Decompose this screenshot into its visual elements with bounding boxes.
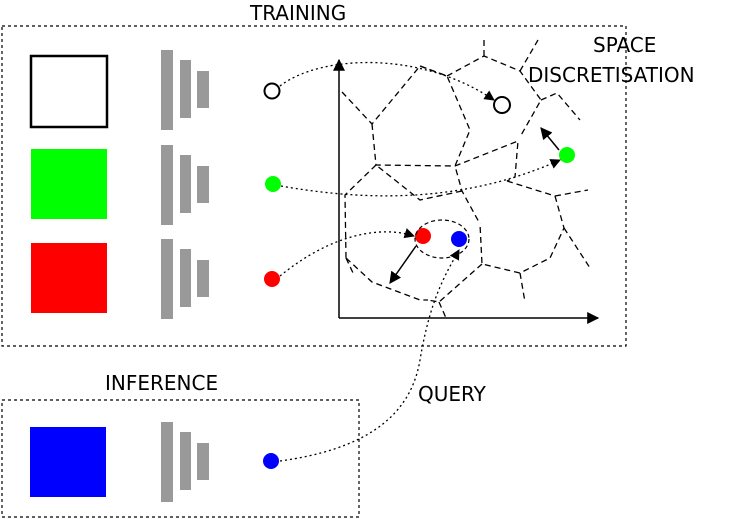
discretisation-cells — [341, 39, 591, 319]
query-label: QUERY — [418, 382, 487, 406]
red-embedding-point — [264, 271, 280, 287]
space-discretisation-title: SPACE — [593, 33, 656, 57]
blue-query-point — [451, 231, 467, 247]
network-icon — [161, 50, 209, 130]
inference-box — [1, 399, 360, 518]
query-neighbourhood — [414, 219, 470, 259]
white-embedding-point — [263, 82, 281, 100]
network-icon — [161, 239, 209, 319]
green-image-square — [31, 149, 107, 219]
blue-image-square — [30, 427, 106, 497]
red-cluster-point — [415, 228, 431, 244]
network-icon — [161, 422, 209, 502]
training-box — [1, 25, 627, 347]
red-image-square — [31, 243, 107, 313]
white-cluster-point — [493, 96, 511, 114]
space-discretisation-title-2: DISCRETISATION — [528, 63, 695, 87]
displacement-arrows — [389, 127, 560, 284]
white-image-square — [29, 54, 109, 129]
mapping-curves — [279, 61, 561, 462]
training-title: TRAINING — [249, 1, 346, 25]
embedding-axes — [333, 58, 600, 324]
green-cluster-point — [559, 147, 575, 163]
green-embedding-point — [265, 176, 281, 192]
inference-title: INFERENCE — [105, 371, 218, 395]
network-icon — [161, 145, 209, 225]
blue-embedding-point — [263, 453, 279, 469]
